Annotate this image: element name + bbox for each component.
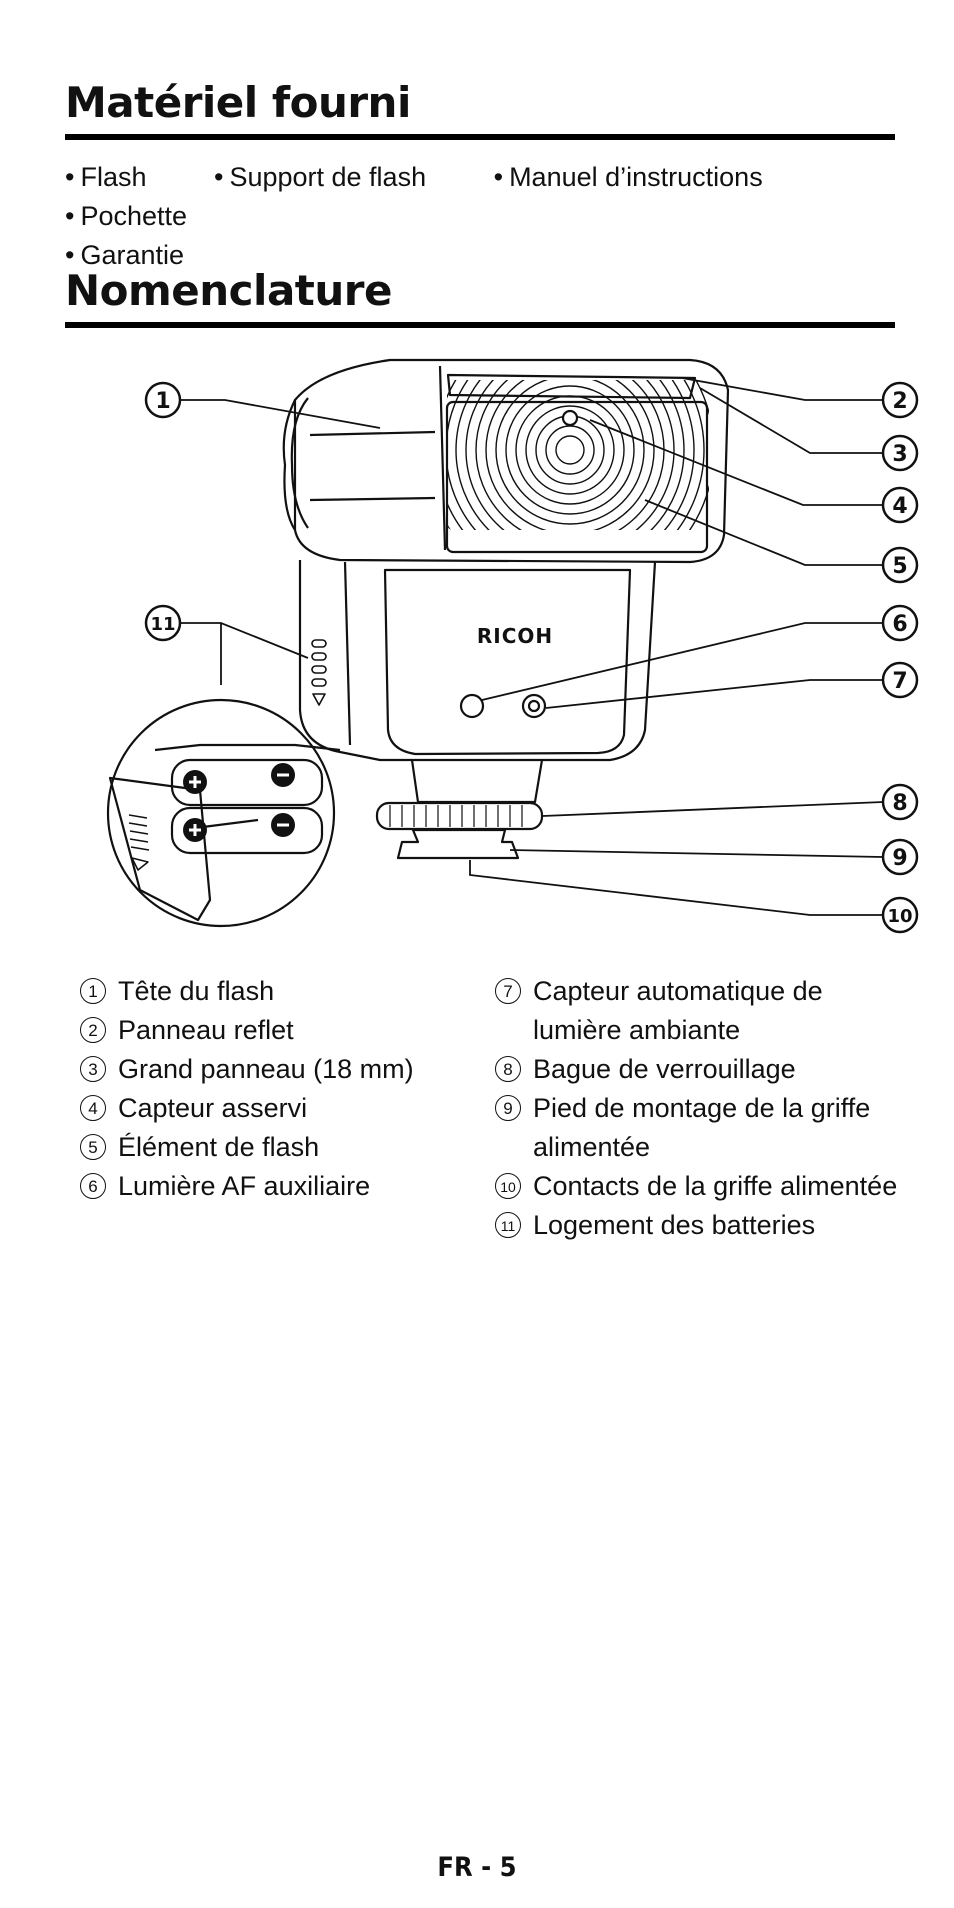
legend-left-column: 1 Tête du flash 2 Panneau reflet 3 Grand pa…: [80, 972, 480, 1206]
legend-text: Contacts de la griffe alimentée: [533, 1171, 898, 1201]
legend-item: 7 Capteur automatique de lumière ambiante: [495, 972, 915, 1050]
callout-3: 3: [881, 434, 919, 472]
battery-door: [108, 776, 212, 922]
legend-number: 5: [80, 1134, 106, 1160]
section-title-nomenclature: Nomenclature: [65, 270, 895, 328]
legend-item: 4 Capteur asservi: [80, 1089, 480, 1128]
section-title-supplied: Matériel fourni: [65, 82, 895, 140]
legend-item: 9 Pied de montage de la griffe alimentée: [495, 1089, 915, 1167]
legend-text: Capteur automatique de lumière ambiante: [533, 976, 823, 1045]
svg-text:10: 10: [887, 906, 912, 927]
callout-8: 8: [881, 783, 919, 821]
callout-7: 7: [881, 661, 919, 699]
flash-body: [298, 560, 657, 762]
svg-text:9: 9: [892, 846, 907, 871]
svg-text:6: 6: [892, 612, 907, 637]
legend-number: 1: [80, 978, 106, 1004]
svg-text:3: 3: [892, 442, 907, 467]
legend-number: 8: [495, 1056, 521, 1082]
supplied-item: •Pochette: [65, 201, 188, 231]
legend-right-column: 7 Capteur automatique de lumière ambiante…: [495, 972, 915, 1245]
supplied-item: •Garantie: [65, 240, 185, 270]
legend-number: 9: [495, 1095, 521, 1121]
legend-number: 4: [80, 1095, 106, 1121]
mounting-foot: [396, 828, 520, 860]
legend-item: 1 Tête du flash: [80, 972, 480, 1011]
callout-10: 10: [881, 896, 919, 934]
svg-text:5: 5: [892, 554, 907, 579]
af-assist-light: [459, 693, 485, 719]
callout-5: 5: [881, 546, 919, 584]
legend-item: 5 Élément de flash: [80, 1128, 480, 1167]
battery-compartment-inset: [106, 698, 336, 928]
svg-text:1: 1: [155, 389, 170, 414]
svg-text:11: 11: [150, 614, 175, 635]
legend-text: Grand panneau (18 mm): [118, 1054, 414, 1084]
flash-head-body: [293, 358, 730, 564]
legend-text: Logement des batteries: [533, 1210, 816, 1240]
legend-number: 6: [80, 1173, 106, 1199]
callout-2: 2: [881, 381, 919, 419]
supplied-item: •Manuel d’instructions: [493, 162, 763, 192]
legend-text: Lumière AF auxiliaire: [118, 1171, 371, 1201]
legend-text: Tête du flash: [118, 976, 275, 1006]
flash-diagram: RICOH 1 2 3 4 5 6 7 8 9 10 11: [106, 358, 919, 934]
legend-number: 7: [495, 978, 521, 1004]
legend-text: Capteur asservi: [118, 1093, 308, 1123]
callout-6: 6: [881, 604, 919, 642]
legend-item: 8 Bague de verrouillage: [495, 1050, 915, 1089]
page-number: FR - 5: [437, 1852, 517, 1883]
legend-item: 3 Grand panneau (18 mm): [80, 1050, 480, 1089]
legend-item: 11 Logement des batteries: [495, 1206, 915, 1245]
svg-text:2: 2: [892, 389, 907, 414]
callout-11: 11: [144, 604, 182, 642]
legend-item: 10 Contacts de la griffe alimentée: [495, 1167, 915, 1206]
svg-text:8: 8: [892, 791, 907, 816]
callout-1: 1: [144, 381, 182, 419]
legend-number: 11: [495, 1212, 521, 1238]
legend-item: 2 Panneau reflet: [80, 1011, 480, 1050]
legend-text: Pied de montage de la griffe alimentée: [533, 1093, 871, 1162]
ambient-light-sensor: [521, 693, 547, 719]
flash-lens: [445, 400, 709, 554]
supplied-item: •Support de flash: [214, 162, 427, 192]
legend-text: Élément de flash: [118, 1132, 320, 1162]
supplied-item: •Flash: [65, 162, 147, 192]
svg-text:4: 4: [892, 494, 907, 519]
legend-number: 2: [80, 1017, 106, 1043]
legend-item: 6 Lumière AF auxiliaire: [80, 1167, 480, 1206]
battery-polarity-markers: [183, 763, 295, 842]
supplied-items-list: •Flash •Support de flash •Manuel d’instr…: [65, 158, 905, 275]
legend-text: Bague de verrouillage: [533, 1054, 796, 1084]
brand-label: RICOH: [477, 624, 553, 648]
svg-text:7: 7: [892, 669, 907, 694]
legend-number: 3: [80, 1056, 106, 1082]
legend-number: 10: [495, 1173, 521, 1199]
callout-4: 4: [881, 486, 919, 524]
legend-text: Panneau reflet: [118, 1015, 294, 1045]
callout-9: 9: [881, 838, 919, 876]
